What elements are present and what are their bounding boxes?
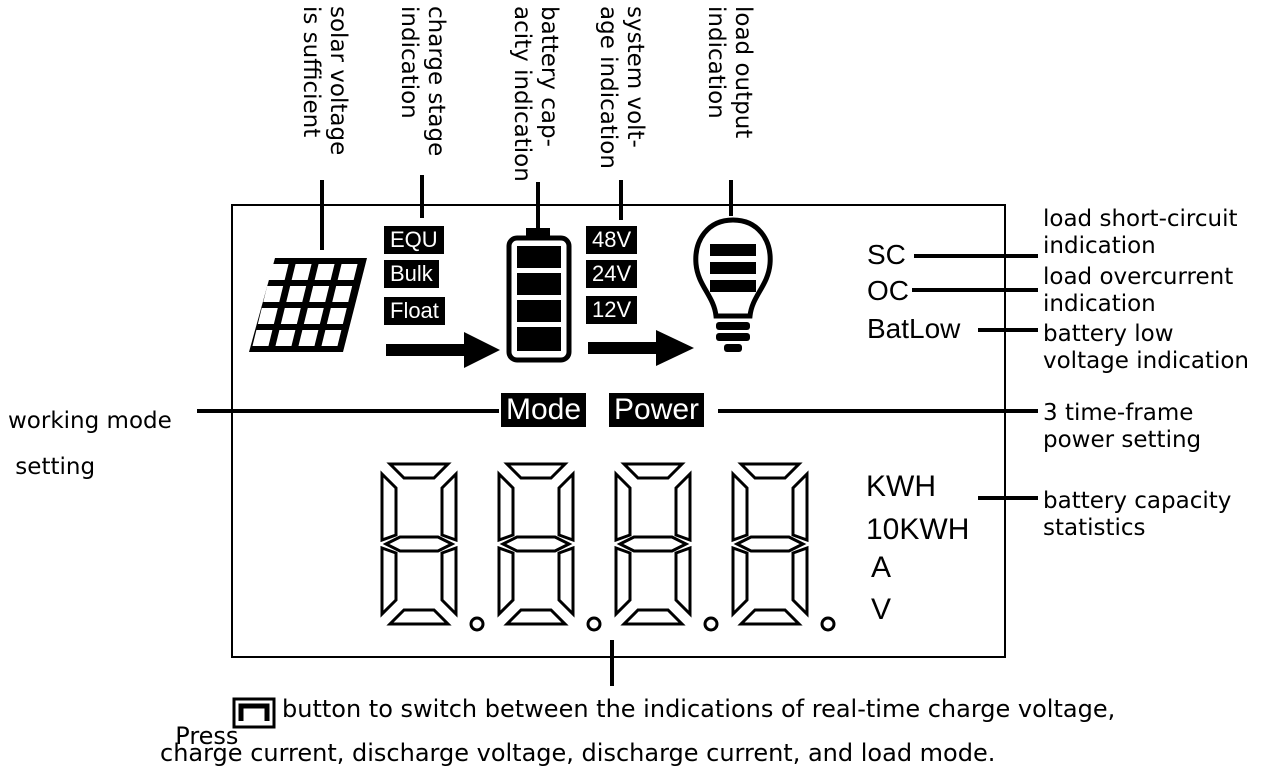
arrow-right-icon xyxy=(588,330,694,366)
digit-segment xyxy=(731,545,749,618)
solar-cell xyxy=(332,286,353,302)
digit-segment xyxy=(503,608,569,626)
digit-segment xyxy=(614,545,632,618)
working-mode-callout: working mode setting xyxy=(8,408,172,480)
load-leader xyxy=(729,180,733,216)
solar-leader xyxy=(320,180,324,250)
digit-segment xyxy=(380,470,398,543)
solar-cell xyxy=(326,308,347,324)
solar-cell xyxy=(257,308,278,324)
solar-cell xyxy=(303,308,324,324)
solar-cell xyxy=(314,264,335,280)
footer-leader xyxy=(610,640,614,686)
charge-leader xyxy=(420,175,424,218)
digit-segment xyxy=(386,462,452,480)
power-tag: Power xyxy=(609,393,705,427)
footer-line2: charge current, discharge voltage, disch… xyxy=(160,739,996,767)
charge-stage-equ: EQU xyxy=(384,226,444,254)
battery-icon xyxy=(506,228,572,363)
system-leader xyxy=(619,180,623,220)
digit-segment xyxy=(386,608,452,626)
solar-cell xyxy=(298,330,319,346)
solar-voltage-label: solar voltage is sufficient xyxy=(298,6,351,156)
footer-press: Press xyxy=(160,696,238,750)
lcd-frame xyxy=(231,204,1006,658)
unit-v: V xyxy=(871,593,892,626)
sc-callout: load short-circuit indication xyxy=(1043,206,1238,259)
solar-cell xyxy=(286,286,307,302)
fault-oc: OC xyxy=(867,275,909,306)
digit-segment xyxy=(620,462,686,480)
batlow-leader xyxy=(978,328,1038,332)
mode-leader xyxy=(197,409,499,413)
digit-segment xyxy=(737,608,803,626)
bulb-icon xyxy=(693,217,773,352)
solar-cell xyxy=(309,286,330,302)
power-leader xyxy=(718,409,1038,413)
solar-cell xyxy=(252,330,273,346)
solar-cell xyxy=(337,264,358,280)
battery-leader xyxy=(536,182,540,228)
decimal-point xyxy=(820,616,836,632)
digit-segment xyxy=(620,608,686,626)
charge-stage-bulk: Bulk xyxy=(384,260,439,288)
digit-segment xyxy=(791,545,809,618)
power-setting-callout: 3 time-frame power setting xyxy=(1043,400,1202,453)
digit-segment xyxy=(557,545,575,618)
charge-stage-float: Float xyxy=(384,297,445,325)
solar-cell xyxy=(321,330,342,346)
capacity-leader xyxy=(978,496,1038,500)
digit-segment xyxy=(614,470,632,543)
solar-panel-icon xyxy=(249,258,367,352)
footer-press-text: Press xyxy=(175,722,239,750)
digit-segment xyxy=(497,470,515,543)
system-voltage-label: system volt- age indication xyxy=(595,6,648,169)
digit-segment xyxy=(440,545,458,618)
footer-line1: button to switch between the indications… xyxy=(282,695,1116,723)
mode-tag: Mode xyxy=(501,393,587,427)
digit-segment xyxy=(499,535,573,553)
digit-segment xyxy=(731,470,749,543)
load-output-label: load output indication xyxy=(703,6,756,139)
unit-a: A xyxy=(871,551,892,584)
digit-segment xyxy=(733,535,807,553)
system-voltage-12v: 12V xyxy=(586,296,638,324)
oc-callout: load overcurrent indication xyxy=(1043,264,1234,317)
arrow-right-icon xyxy=(386,332,500,368)
solar-cell xyxy=(263,286,284,302)
digit-segment xyxy=(503,462,569,480)
digit-segment xyxy=(737,462,803,480)
digit-segment xyxy=(380,545,398,618)
solar-cell xyxy=(280,308,301,324)
solar-cell xyxy=(275,330,296,346)
sc-leader xyxy=(914,254,1038,258)
charge-stage-label: charge stage indication xyxy=(396,6,449,157)
fault-sc: SC xyxy=(867,239,906,270)
seven-segment-display xyxy=(380,462,836,632)
digit-segment xyxy=(557,470,575,543)
button-icon xyxy=(232,697,276,729)
unit-kwh: KWH xyxy=(866,470,936,503)
digit-segment xyxy=(674,470,692,543)
digit-segment xyxy=(497,545,515,618)
digit-segment xyxy=(674,545,692,618)
digit-segment xyxy=(616,535,690,553)
digit-segment xyxy=(791,470,809,543)
batlow-callout: battery low voltage indication xyxy=(1043,321,1250,374)
battery-capacity-label: battery cap- acity indication xyxy=(509,6,562,182)
system-voltage-24v: 24V xyxy=(586,260,638,288)
decimal-point xyxy=(469,616,485,632)
solar-cell xyxy=(291,264,312,280)
capacity-callout: battery capacity statistics xyxy=(1043,488,1232,541)
digit-segment xyxy=(440,470,458,543)
fault-batlow: BatLow xyxy=(867,313,961,344)
oc-leader xyxy=(912,288,1038,292)
digit-segment xyxy=(382,535,456,553)
decimal-point xyxy=(586,616,602,632)
solar-cell xyxy=(268,264,289,280)
unit-10kwh: 10KWH xyxy=(866,513,970,546)
system-voltage-48v: 48V xyxy=(586,226,638,254)
decimal-point xyxy=(703,616,719,632)
